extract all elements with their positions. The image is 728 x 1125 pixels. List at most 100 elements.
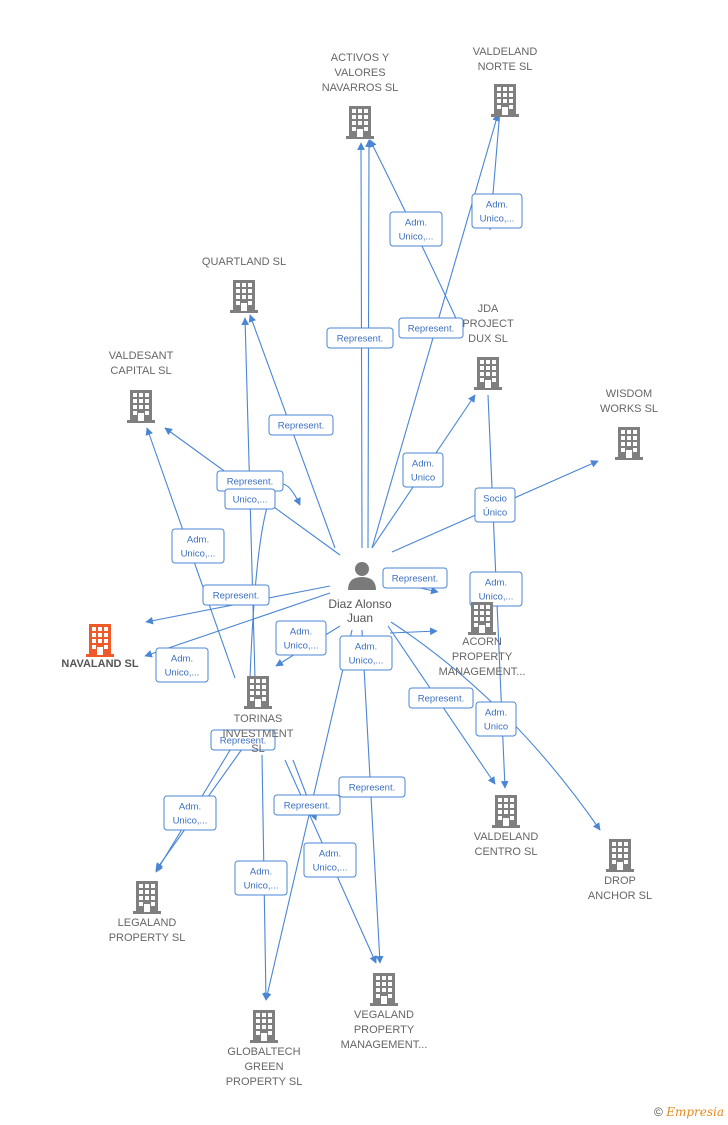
edge-label-l12[interactable]: Represent. bbox=[202, 584, 270, 606]
edge-label-text: Único bbox=[483, 508, 507, 519]
company-label: VALORES bbox=[334, 67, 385, 79]
company-node-valdeland-centro[interactable]: VALDELAND CENTRO SL bbox=[474, 795, 539, 858]
person-icon-body bbox=[348, 577, 376, 590]
edge-label-text: Represent. bbox=[408, 324, 454, 335]
edge-label-text: Unico,... bbox=[399, 232, 434, 243]
company-node-navaland[interactable]: NAVALAND SL bbox=[61, 624, 139, 670]
edge-label-text: Unico,... bbox=[181, 549, 216, 560]
edge-label-box bbox=[474, 487, 516, 523]
edge-label-l17[interactable]: Represent. bbox=[408, 687, 474, 709]
edge-label-text: Represent. bbox=[337, 334, 383, 345]
edge-label-text: Unico bbox=[484, 722, 508, 733]
edge-label-l13[interactable]: Adm. Unico,... bbox=[469, 571, 523, 607]
edge-label-box bbox=[268, 414, 334, 436]
building-icon bbox=[133, 881, 161, 914]
edge-label-text: Unico,... bbox=[480, 214, 515, 225]
edge-label-text: Adm. bbox=[485, 708, 507, 719]
edge-label-box bbox=[326, 327, 394, 349]
edge-label-box bbox=[469, 571, 523, 607]
edge-label-text: Adm. bbox=[485, 578, 507, 589]
company-label: PROPERTY SL bbox=[226, 1076, 303, 1088]
footer-credit: © Empresia bbox=[654, 1105, 724, 1119]
edge-label-l5[interactable]: Represent. bbox=[268, 414, 334, 436]
edge-label-l22[interactable]: Represent. bbox=[273, 794, 341, 816]
edge-label-box bbox=[475, 701, 517, 737]
edge-label-box bbox=[338, 776, 406, 798]
edge-labels-layer: Adm. Unico,... Adm. Unico,... Represent. Repr… bbox=[155, 193, 523, 896]
edge-label-l14[interactable]: Adm.Unico,... bbox=[275, 620, 327, 656]
edge-label-l6[interactable]: Adm.Unico bbox=[402, 452, 444, 488]
building-icon bbox=[468, 602, 496, 635]
edge-label-l11[interactable]: Represent. bbox=[382, 567, 448, 589]
edge-label-box bbox=[155, 647, 209, 683]
edge-label-box bbox=[210, 729, 276, 751]
edge-label-text: Unico,... bbox=[479, 592, 514, 603]
company-label: SL bbox=[251, 743, 264, 755]
edge-label-l18[interactable]: Adm. Unico bbox=[475, 701, 517, 737]
edge-label-l1[interactable]: Adm.Unico,... bbox=[389, 211, 443, 247]
edge-label-l20[interactable]: Adm.Unico,... bbox=[163, 795, 217, 831]
building-icon bbox=[615, 427, 643, 460]
edge-label-l2[interactable]: Adm. Unico,... bbox=[471, 193, 523, 229]
company-label: PROPERTY bbox=[452, 651, 513, 663]
edge-label-box bbox=[234, 860, 288, 896]
edge-label-l4[interactable]: Represent. bbox=[398, 317, 464, 339]
company-label: WORKS SL bbox=[600, 403, 658, 415]
edge-label-text: Represent. bbox=[278, 421, 324, 432]
edge-label-l24[interactable]: Adm.Unico,... bbox=[234, 860, 288, 896]
edge-label-text: Represent. bbox=[284, 801, 330, 812]
edge-label-text: Unico,... bbox=[284, 641, 319, 652]
company-label: NAVARROS SL bbox=[322, 82, 399, 94]
edge-label-box bbox=[273, 794, 341, 816]
building-icon bbox=[474, 357, 502, 390]
building-icon bbox=[491, 84, 519, 117]
company-label: PROPERTY bbox=[354, 1024, 415, 1036]
building-icon bbox=[370, 973, 398, 1006]
company-label: DUX SL bbox=[468, 333, 508, 345]
building-icon bbox=[244, 676, 272, 709]
company-node-vegaland[interactable]: VEGALANDPROPERTYMANAGEMENT... bbox=[341, 973, 428, 1051]
edge-label-box bbox=[275, 620, 327, 656]
company-label: INVESTMENT bbox=[223, 728, 294, 740]
edge-label-text: Unico,... bbox=[233, 495, 268, 506]
edge-label-box bbox=[303, 842, 357, 878]
edge-label-text: Socio bbox=[483, 494, 507, 505]
company-label: PROJECT bbox=[462, 318, 514, 330]
edge-label-box bbox=[402, 452, 444, 488]
company-label: MANAGEMENT... bbox=[341, 1039, 428, 1051]
company-node-jda[interactable]: JDA PROJECT DUX SL bbox=[462, 303, 514, 390]
edge-label-box bbox=[471, 193, 523, 229]
company-node-acorn[interactable]: ACORNPROPERTYMANAGEMENT... bbox=[439, 602, 526, 678]
edge-label-l8[interactable]: Unico,... bbox=[224, 488, 276, 510]
copyright-symbol: © bbox=[654, 1105, 663, 1119]
person-icon bbox=[355, 562, 369, 576]
edge-label-l15[interactable]: Adm.Unico,... bbox=[155, 647, 209, 683]
company-label: CENTRO SL bbox=[475, 846, 538, 858]
person-name: Diaz Alonso bbox=[328, 597, 392, 611]
building-icon bbox=[127, 390, 155, 423]
edge-label-l19[interactable]: Represent. bbox=[210, 729, 276, 751]
edge-label-l21[interactable]: Represent. bbox=[338, 776, 406, 798]
company-node-quartland[interactable]: QUARTLAND SL bbox=[202, 256, 286, 313]
edge-label-l10[interactable]: Adm.Unico,... bbox=[171, 528, 225, 564]
edge-label-text: Unico,... bbox=[349, 656, 384, 667]
edge-label-l23[interactable]: Adm.Unico,... bbox=[303, 842, 357, 878]
company-label: VALDELAND bbox=[474, 831, 539, 843]
edge-label-l16[interactable]: Adm.Unico,... bbox=[339, 635, 393, 671]
edge-label-text: Adm. bbox=[486, 200, 508, 211]
company-label: GREEN bbox=[244, 1061, 283, 1073]
company-label: JDA bbox=[478, 303, 499, 315]
edge-label-l3[interactable]: Represent. bbox=[326, 327, 394, 349]
edge-label-l7[interactable]: Represent. bbox=[216, 470, 284, 492]
